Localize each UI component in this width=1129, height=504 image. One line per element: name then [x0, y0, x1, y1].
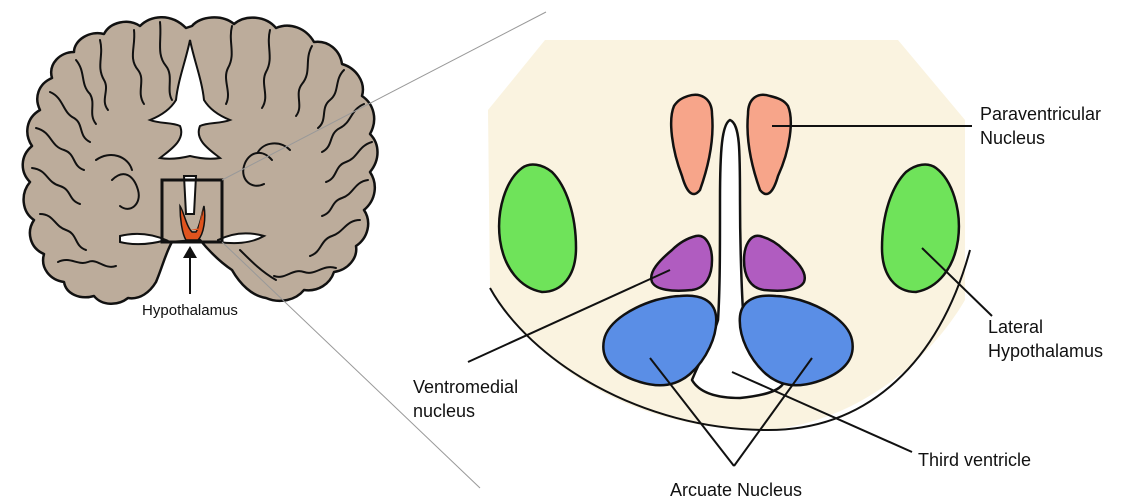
paraventricular-label-line2: Nucleus	[980, 128, 1045, 148]
third-ventricle-small	[184, 176, 196, 214]
zoom-connector-bottom	[222, 242, 480, 488]
lateral-label-line2: Hypothalamus	[988, 341, 1103, 361]
ventromedial-label-line2: nucleus	[413, 401, 475, 421]
arcuate-label: Arcuate Nucleus	[670, 480, 802, 500]
ventromedial-label-line1: Ventromedial	[413, 377, 518, 397]
hypothalamus-zoom: Paraventricular Nucleus Lateral Hypothal…	[413, 40, 1103, 500]
coronal-brain-section: Hypothalamus	[23, 17, 378, 319]
third-ventricle-label: Third ventricle	[918, 450, 1031, 470]
lateral-label-line1: Lateral	[988, 317, 1043, 337]
paraventricular-label-line1: Paraventricular	[980, 104, 1101, 124]
hypothalamus-label: Hypothalamus	[142, 302, 238, 319]
hypothalamus-arrowhead-icon	[183, 246, 197, 258]
